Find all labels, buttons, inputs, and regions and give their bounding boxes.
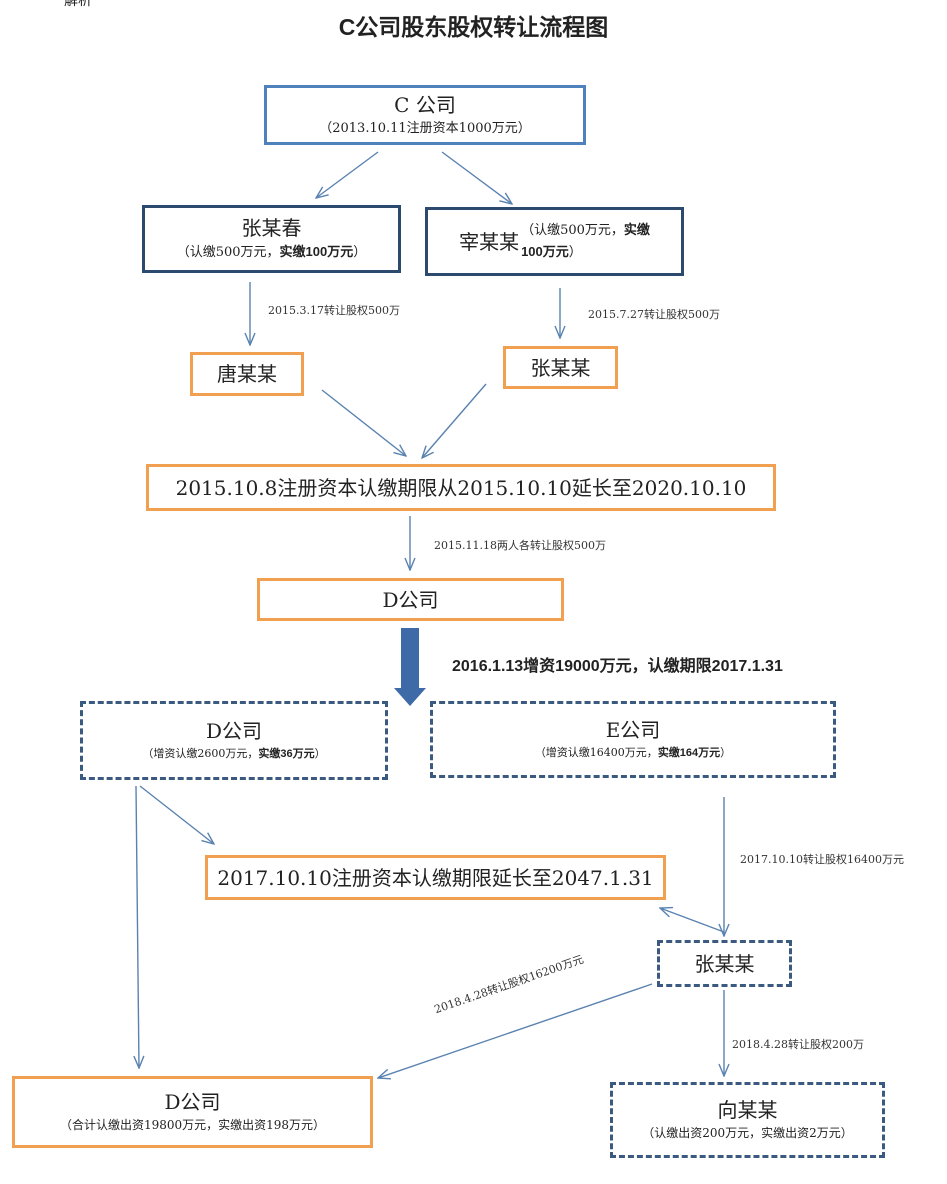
label-transfer-2015-3-17: 2015.3.17转让股权500万 bbox=[268, 304, 400, 317]
node-c-company: C 公司 （2013.10.11注册资本1000万元） bbox=[264, 85, 586, 145]
node-d-company-2: D公司 （增资认缴2600万元，实缴36万元） bbox=[80, 701, 388, 780]
d-company-2-name: D公司 bbox=[205, 719, 263, 744]
label-transfer-2017-10-10: 2017.10.10转让股权16400万元 bbox=[740, 853, 904, 866]
xing-name: 宰某某 bbox=[459, 229, 520, 254]
node-zhang-2: 张某某 bbox=[657, 940, 792, 987]
label-transfer-2018-200: 2018.4.28转让股权200万 bbox=[732, 1038, 864, 1051]
extend-2047-text: 2017.10.10注册资本认缴期限延长至2047.1.31 bbox=[217, 865, 654, 890]
d-company-2-sub: （增资认缴2600万元，实缴36万元） bbox=[142, 747, 326, 761]
arrow-d2-to-d3 bbox=[136, 785, 139, 1068]
arrow-zhang2-to-d3 bbox=[378, 983, 653, 1078]
arrow-zhang-to-extend bbox=[422, 383, 487, 458]
arrow-zhang2-to-extend2 bbox=[660, 908, 725, 933]
c-company-sub: （2013.10.11注册资本1000万元） bbox=[319, 120, 531, 136]
xiang-sub: （认缴出资200万元，实缴出资2万元） bbox=[642, 1126, 853, 1141]
d-company-3-sub: （合计认缴出资19800万元，实缴出资198万元） bbox=[59, 1118, 326, 1133]
node-xiang: 向某某 （认缴出资200万元，实缴出资2万元） bbox=[610, 1082, 885, 1158]
arrow-d2-to-extend2 bbox=[139, 785, 214, 844]
d-company-3-name: D公司 bbox=[164, 1090, 221, 1115]
corner-text: 解析 bbox=[64, 0, 92, 9]
node-extend-2047: 2017.10.10注册资本认缴期限延长至2047.1.31 bbox=[205, 855, 666, 900]
arrow-tang-to-extend bbox=[321, 389, 406, 456]
node-zhang-1: 张某某 bbox=[503, 346, 618, 389]
xiang-name: 向某某 bbox=[717, 1098, 778, 1123]
zhang-2-name: 张某某 bbox=[694, 951, 755, 976]
zhang-chun-sub: （认缴500万元，实缴100万元） bbox=[176, 244, 367, 261]
node-d-company-1: D公司 bbox=[257, 578, 564, 621]
e-company-name: E公司 bbox=[605, 718, 661, 743]
node-extend-2020: 2015.10.8注册资本认缴期限从2015.10.10延长至2020.10.1… bbox=[146, 464, 776, 511]
tang-name: 唐某某 bbox=[217, 362, 277, 386]
big-down-arrow bbox=[394, 628, 426, 706]
node-e-company: E公司 （增资认缴16400万元，实缴164万元） bbox=[430, 701, 836, 778]
d-company-1-name: D公司 bbox=[382, 587, 439, 612]
label-capital-increase: 2016.1.13增资19000万元，认缴期限2017.1.31 bbox=[452, 658, 783, 675]
node-tang: 唐某某 bbox=[190, 352, 304, 396]
c-company-name: C 公司 bbox=[394, 92, 456, 117]
arrow-c-to-xing bbox=[441, 151, 512, 204]
node-zhang-chun: 张某春 （认缴500万元，实缴100万元） bbox=[142, 205, 401, 273]
label-transfer-2015-7-27: 2015.7.27转让股权500万 bbox=[588, 308, 720, 321]
arrow-c-to-zhang-chun bbox=[316, 151, 379, 198]
page-title: C公司股东股权转让流程图 bbox=[338, 14, 609, 40]
extend-2020-text: 2015.10.8注册资本认缴期限从2015.10.10延长至2020.10.1… bbox=[175, 475, 747, 500]
e-company-sub: （增资认缴16400万元，实缴164万元） bbox=[534, 746, 732, 760]
label-transfer-2015-11-18: 2015.11.18两人各转让股权500万 bbox=[434, 539, 606, 552]
zhang-chun-name: 张某春 bbox=[241, 216, 302, 241]
node-d-company-3: D公司 （合计认缴出资19800万元，实缴出资198万元） bbox=[12, 1076, 373, 1148]
zhang-1-name: 张某某 bbox=[530, 355, 591, 380]
